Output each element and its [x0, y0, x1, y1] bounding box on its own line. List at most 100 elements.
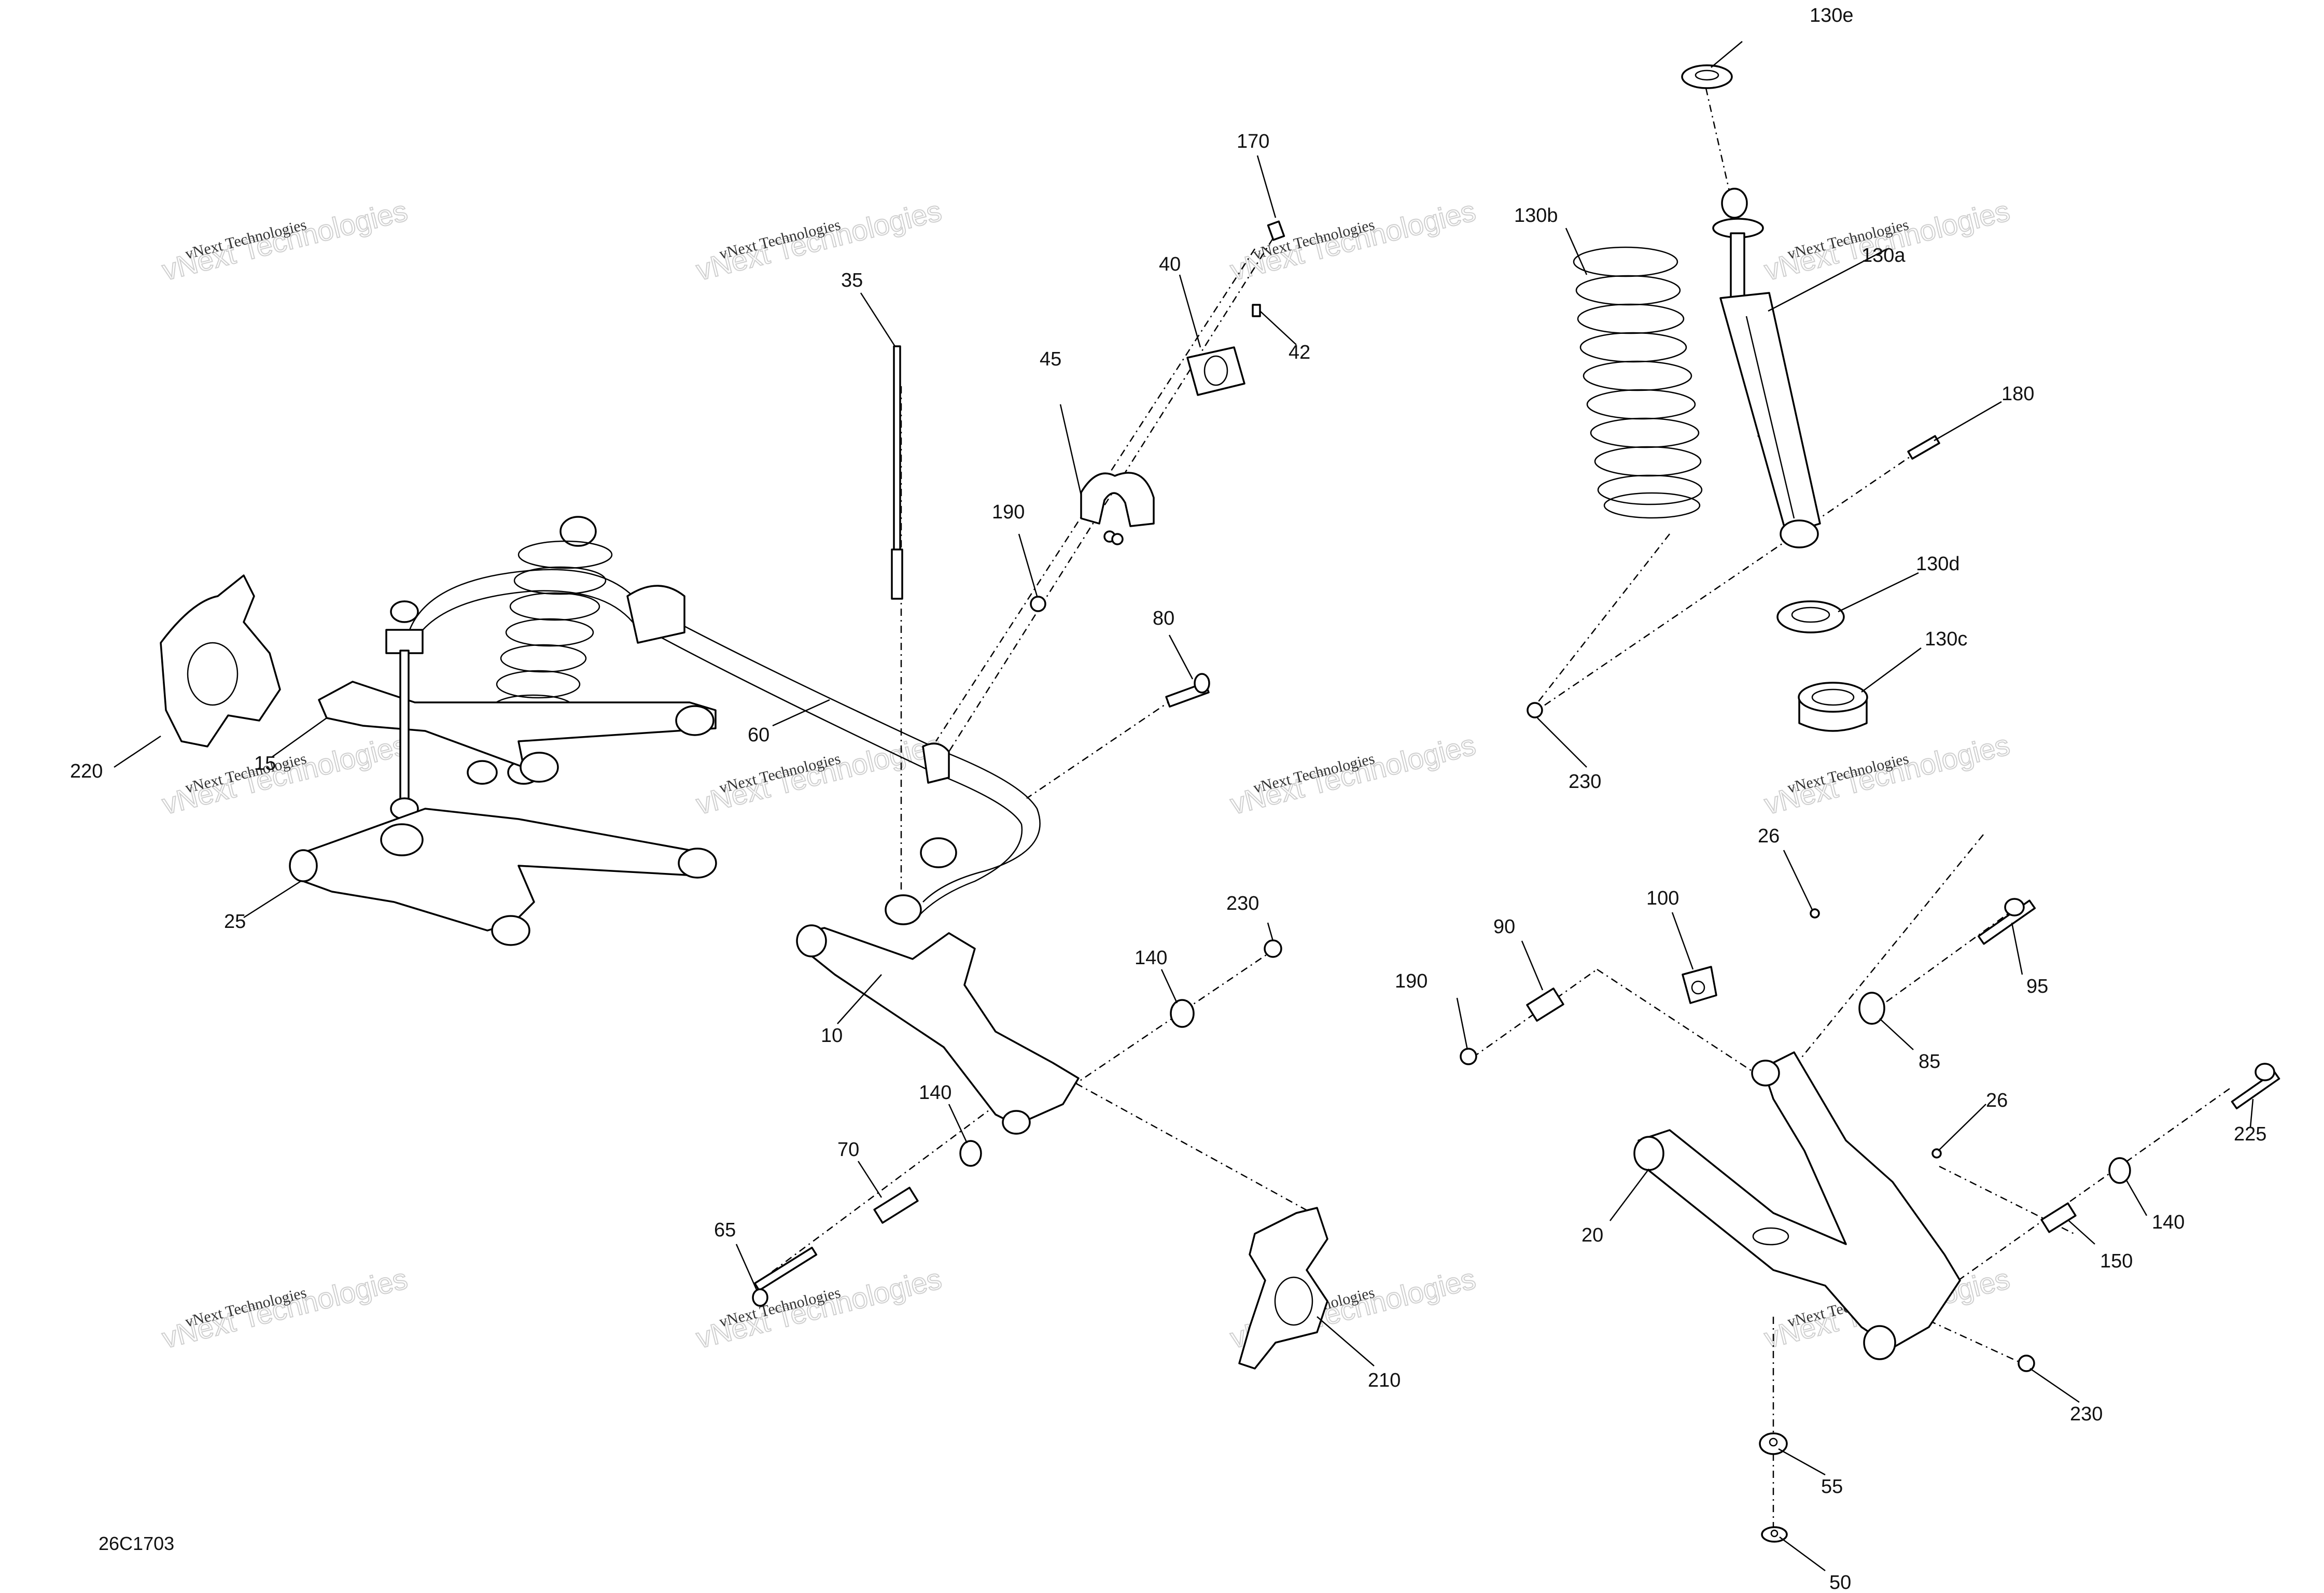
callout-140: 140: [1135, 947, 1167, 969]
watermark: vNext Technologies vNext Technologies: [158, 193, 411, 287]
callout-230: 230: [2070, 1403, 2103, 1425]
sleeve-90: [1526, 988, 1564, 1022]
bushing-140: [959, 1140, 982, 1167]
callout-220: 220: [70, 760, 103, 782]
trailing-arm-10: [796, 837, 1080, 1135]
nut-230: [1264, 939, 1282, 958]
bolt-80: [1165, 673, 1210, 708]
svg-text:vNext Technologies: vNext Technologies: [1227, 728, 1478, 820]
callout-210: 210: [1368, 1370, 1401, 1391]
bracket-100: [1682, 966, 1717, 1004]
callout-65: 65: [714, 1219, 736, 1241]
callout-26: 26: [1758, 825, 1780, 847]
callout-20: 20: [1581, 1224, 1603, 1246]
svg-text:vNext Technologies: vNext Technologies: [693, 194, 944, 286]
shock-absorber-130a: [1712, 188, 1821, 548]
callout-130a: 130a: [1861, 245, 1906, 266]
nut-230: [2018, 1355, 2035, 1372]
watermark: vNext Technologies vNext Technologies: [158, 1261, 411, 1355]
callout-190: 190: [1395, 970, 1427, 992]
left-link-rod: [385, 600, 424, 820]
callout-40: 40: [1159, 253, 1181, 275]
callout-130e: 130e: [1810, 5, 1854, 26]
callout-55: 55: [1821, 1476, 1843, 1498]
callout-15: 15: [254, 753, 276, 774]
watermark: vNext Technologies vNext Technologies: [692, 193, 945, 287]
svg-text:vNext Technologies: vNext Technologies: [1227, 194, 1478, 286]
callout-100: 100: [1646, 887, 1679, 909]
watermark: vNext Technologies vNext Technologies: [1226, 193, 1479, 287]
callout-labels: 130e 130b 130a 180 130d 130c 230 170 42 …: [70, 5, 2266, 1593]
callout-230: 230: [1569, 771, 1601, 793]
fitting-26: [1931, 1148, 1942, 1159]
callout-25: 25: [224, 911, 246, 933]
callout-180: 180: [2001, 383, 2034, 405]
watermarks: vNext Technologies vNext Technologies vN…: [158, 193, 2013, 1355]
callout-90: 90: [1493, 916, 1515, 938]
washer-55: [1759, 1432, 1788, 1455]
callout-60: 60: [748, 724, 769, 746]
svg-text:vNext Technologies: vNext Technologies: [693, 728, 944, 820]
callout-150: 150: [2100, 1250, 2133, 1272]
clamp-bracket-45: [1080, 472, 1155, 545]
callout-50: 50: [1829, 1572, 1851, 1593]
fastener-170: [1267, 220, 1285, 241]
coil-spring-130b: [1573, 246, 1703, 519]
steering-knuckle-210: [1238, 1207, 1328, 1370]
watermark: vNext Technologies vNext Technologies: [692, 1261, 945, 1355]
spring-seat-top-130e: [1681, 64, 1733, 89]
watermark: vNext Technologies vNext Technologies: [1760, 193, 2013, 287]
svg-text:vNext Technologies: vNext Technologies: [1761, 194, 2012, 286]
nut-230: [1527, 702, 1543, 718]
callout-140: 140: [919, 1082, 951, 1104]
callout-170: 170: [1237, 131, 1269, 152]
spring-seat-130d: [1776, 600, 1845, 633]
link-rod-35: [891, 345, 903, 600]
svg-text:vNext Technologies: vNext Technologies: [1761, 728, 2012, 820]
callout-26: 26: [1986, 1090, 2008, 1111]
callout-140: 140: [2152, 1211, 2185, 1233]
collar-130c: [1798, 682, 1868, 732]
nut-190: [1030, 596, 1046, 612]
svg-text:vNext Technologies: vNext Technologies: [693, 1262, 944, 1354]
bushing-140: [1170, 999, 1195, 1028]
callout-130c: 130c: [1925, 628, 1967, 650]
watermark: vNext Technologies vNext Technologies: [1226, 727, 1479, 821]
fitting-26: [1810, 908, 1820, 919]
bushing-85: [1858, 992, 1885, 1025]
callout-130d: 130d: [1916, 553, 1960, 575]
lower-a-arm-25: [289, 808, 717, 946]
bushing-40: [1186, 346, 1245, 396]
bolt-225: [2231, 1063, 2280, 1109]
trailing-arm-20: [1633, 1051, 1961, 1360]
callout-230: 230: [1226, 893, 1259, 914]
nut-190: [1460, 1048, 1477, 1065]
bolt-95: [1977, 898, 2036, 945]
svg-text:vNext Technologies: vNext Technologies: [159, 194, 410, 286]
callout-190: 190: [992, 501, 1025, 523]
center-lines: [767, 88, 2230, 1534]
callout-80: 80: [1153, 608, 1174, 629]
watermark: vNext Technologies vNext Technologies: [692, 727, 945, 821]
callout-225: 225: [2234, 1123, 2266, 1145]
callout-42: 42: [1289, 342, 1310, 363]
bushing-140: [2108, 1157, 2131, 1184]
callout-130b: 130b: [1514, 205, 1558, 227]
fastener-42: [1252, 304, 1261, 317]
diagram-code: 26C1703: [99, 1533, 174, 1554]
callout-70: 70: [837, 1139, 859, 1161]
callout-85: 85: [1919, 1051, 1940, 1073]
leader-lines: [114, 41, 2254, 1572]
callout-35: 35: [841, 270, 863, 291]
callout-95: 95: [2026, 976, 2048, 997]
callout-10: 10: [821, 1025, 843, 1047]
watermark: vNext Technologies vNext Technologies: [1760, 727, 2013, 821]
sleeve-70: [873, 1187, 919, 1224]
callout-45: 45: [1040, 348, 1061, 370]
svg-text:vNext Technologies: vNext Technologies: [159, 1262, 410, 1354]
bolt-65: [752, 1247, 818, 1307]
steering-knuckle-220: [160, 574, 281, 748]
sleeve-150: [2040, 1202, 2077, 1233]
pin-180: [1907, 435, 1940, 460]
